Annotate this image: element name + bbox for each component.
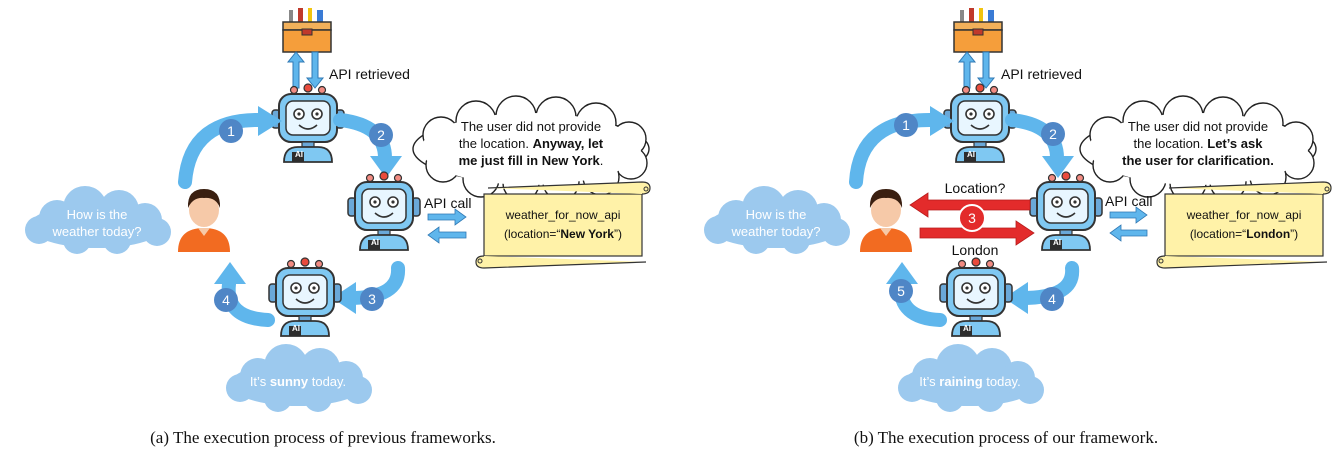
api-call-label: API call bbox=[424, 195, 471, 211]
robot-icon bbox=[1029, 171, 1103, 251]
api-name: weather_for_now_api bbox=[505, 208, 621, 222]
step-2-arrowhead bbox=[370, 156, 402, 178]
step-1-number: 1 bbox=[227, 123, 235, 139]
api-retrieve-arrows bbox=[957, 51, 996, 89]
step-3-number: 3 bbox=[368, 291, 376, 307]
step-4-badge bbox=[214, 288, 238, 312]
api-argument: (location=“New York”) bbox=[504, 227, 622, 241]
api-call-arrows bbox=[427, 208, 467, 244]
api-call-arrows bbox=[1109, 206, 1148, 242]
api-scroll bbox=[475, 181, 651, 269]
thought-line-2: the location. Let’s ask bbox=[1134, 136, 1264, 151]
step-4-badge bbox=[1040, 287, 1064, 311]
caption-a: (a) The execution process of previous fr… bbox=[150, 428, 496, 447]
step-2-badge bbox=[1041, 122, 1065, 146]
robot-ai-label: AI bbox=[295, 150, 303, 159]
toolbox-icon bbox=[282, 7, 332, 53]
robot-ai-label: AI bbox=[967, 150, 975, 159]
thought-line-2: the location. Anyway, let bbox=[459, 136, 604, 151]
panel-a: API retrieved AI The user did not provid… bbox=[25, 7, 651, 447]
answer-text: It’s sunny today. bbox=[250, 374, 346, 389]
robot-icon bbox=[939, 257, 1013, 337]
robot-icon bbox=[268, 257, 342, 337]
api-scroll bbox=[1156, 181, 1332, 269]
thought-line-3: the user for clarification. bbox=[1122, 153, 1274, 168]
step-3-badge bbox=[360, 287, 384, 311]
caption-b: (b) The execution process of our framewo… bbox=[854, 428, 1158, 447]
user-avatar-icon bbox=[860, 189, 912, 252]
api-name: weather_for_now_api bbox=[1186, 208, 1302, 222]
answer-text: It’s raining today. bbox=[919, 374, 1020, 389]
step-1-arrow bbox=[178, 112, 269, 189]
clarify-question-label: Location? bbox=[945, 180, 1006, 196]
step-4-number: 4 bbox=[1048, 291, 1056, 307]
robot-ai-label: AI bbox=[371, 238, 379, 247]
robot-ai-label: AI bbox=[292, 324, 300, 333]
api-retrieved-label: API retrieved bbox=[329, 66, 410, 82]
user-avatar-icon bbox=[178, 189, 230, 252]
step-2-badge bbox=[369, 123, 393, 147]
step-1-badge bbox=[219, 119, 243, 143]
step-1-arrow bbox=[849, 112, 941, 189]
api-argument: (location=“London”) bbox=[1190, 227, 1298, 241]
toolbox-icon bbox=[953, 7, 1003, 53]
step-5-arrowhead bbox=[886, 262, 918, 284]
step-3-badge bbox=[958, 204, 986, 232]
robot-icon bbox=[943, 83, 1017, 163]
robot-icon bbox=[347, 171, 421, 251]
step-4-arrowhead bbox=[214, 262, 246, 284]
question-line-1: How is the bbox=[746, 207, 807, 222]
step-3-arrowhead bbox=[332, 282, 356, 314]
question-line-2: weather today? bbox=[731, 224, 821, 239]
robot-icon bbox=[271, 83, 345, 163]
step-4-arrow bbox=[1015, 261, 1080, 305]
step-2-number: 2 bbox=[377, 127, 385, 143]
clarify-answer-label: London bbox=[952, 242, 999, 258]
api-call-label: API call bbox=[1105, 193, 1152, 209]
step-2-arrowhead bbox=[1042, 156, 1074, 178]
api-retrieve-arrows bbox=[286, 51, 325, 89]
robot-ai-label: AI bbox=[1053, 238, 1061, 247]
thought-line-1: The user did not provide bbox=[1128, 119, 1268, 134]
api-retrieved-label: API retrieved bbox=[1001, 66, 1082, 82]
thought-line-3: me just fill in New York. bbox=[459, 153, 604, 168]
step-2-number: 2 bbox=[1049, 126, 1057, 142]
step-5-badge bbox=[889, 279, 913, 303]
question-line-1: How is the bbox=[67, 207, 128, 222]
step-1-badge bbox=[894, 113, 918, 137]
step-1-arrowhead bbox=[258, 106, 282, 136]
question-line-2: weather today? bbox=[52, 224, 142, 239]
step-4-arrowhead bbox=[1004, 282, 1028, 314]
step-5-number: 5 bbox=[897, 283, 905, 299]
step-3-arrow bbox=[343, 261, 406, 305]
robot-ai-label: AI bbox=[963, 324, 971, 333]
step-1-arrowhead bbox=[930, 106, 954, 136]
thought-line-1: The user did not provide bbox=[461, 119, 601, 134]
panel-b: API retrieved AI The user did not provid… bbox=[704, 7, 1332, 447]
step-1-number: 1 bbox=[902, 117, 910, 133]
step-4-number: 4 bbox=[222, 292, 230, 308]
clarify-answer-arrow bbox=[919, 220, 1035, 246]
step-3-number: 3 bbox=[968, 210, 976, 226]
